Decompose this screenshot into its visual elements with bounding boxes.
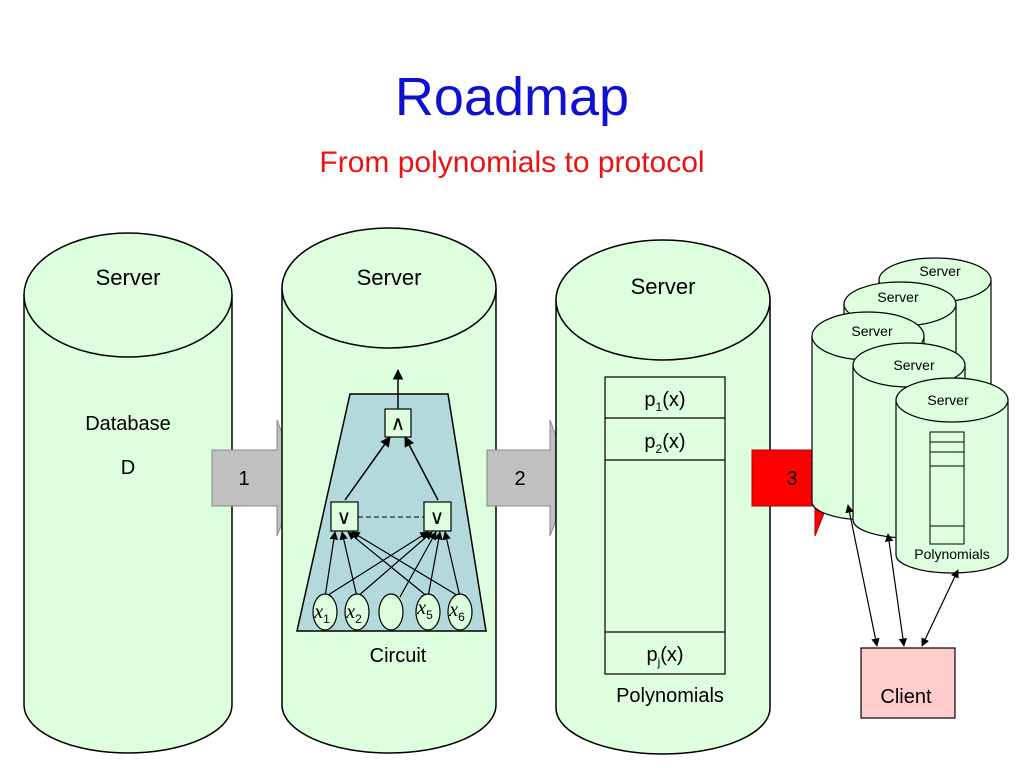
server-stack-label-4: Server [893,357,935,373]
server-label-1: Server [96,265,161,290]
polynomial-row-1: p1(x) [644,389,685,414]
mini-polynomials-caption: Polynomials [914,546,989,562]
server-stack-label-5: Server [927,392,969,408]
step-arrow-1-label: 1 [238,468,249,490]
input-x5 [415,593,441,631]
input-x6 [447,593,473,631]
input-x2 [344,593,370,631]
polynomial-row-2: p2(x) [644,431,685,456]
server-stack-label-3: Server [851,323,893,339]
or-gate-left [330,501,359,532]
client-label: Client [880,686,932,708]
server-stack-label-2: Server [877,289,919,305]
mini-polynomial-table [929,431,965,545]
and-gate [384,408,412,438]
input-blank [378,593,404,631]
circuit-caption: Circuit [370,645,427,667]
input-x1-label: x1 [313,601,330,626]
and-gate-symbol: ∧ [391,413,406,435]
client-box [860,647,956,719]
database-label: Database [85,413,171,435]
server-stack-label-1: Server [919,263,961,279]
slide-title: Roadmap [394,67,630,127]
server-label-2: Server [357,265,422,290]
database-server-cylinder [23,232,233,754]
polynomials-caption: Polynomials [616,685,724,707]
client-link-2 [884,533,908,647]
client-link-3 [921,569,959,647]
or-gate-right-symbol: ∨ [430,507,445,529]
step-arrow-3-label: 3 [786,468,797,490]
input-x1 [312,593,338,631]
slide-subtitle: From polynomials to protocol [319,146,705,179]
or-gate-right [423,501,452,532]
polynomial-table: p1(x) p2(x) pj(x) [604,376,726,675]
server-label-3: Server [631,274,696,299]
database-name: D [121,457,135,479]
client-link-1 [845,504,880,647]
input-x2-label: x2 [345,601,362,626]
input-x6-label: x6 [448,599,465,624]
or-gate-left-symbol: ∨ [337,507,352,529]
circuit-diagram: ∧ ∨ ∨ x1 x2 x5 x6 [296,368,487,632]
step-arrow-2-label: 2 [514,468,525,490]
input-x5-label: x5 [416,597,433,622]
polynomial-row-j: pj(x) [646,644,683,669]
